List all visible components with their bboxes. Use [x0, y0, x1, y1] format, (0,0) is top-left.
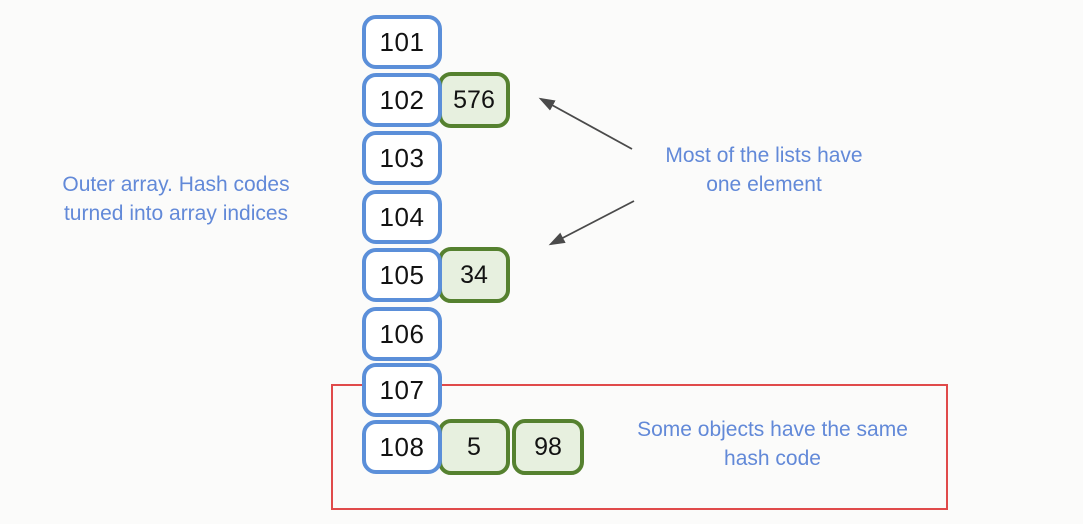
bucket-row-106[interactable]: 106 [362, 307, 442, 361]
collision-highlight-rectangle [331, 384, 948, 510]
bucket-row-108[interactable]: 108 [362, 420, 442, 474]
arrow-to-bucket-102 [538, 97, 633, 150]
bucket-row-104[interactable]: 104 [362, 190, 442, 244]
annotation-same-hash-code: Some objects have the same hash code [637, 418, 908, 470]
annotation-outer-array: Outer array. Hash codes turned into arra… [62, 173, 290, 225]
annotation-most-lists: Most of the lists have one element [665, 144, 863, 196]
list-element-576[interactable]: 576 [438, 72, 510, 128]
list-element-98[interactable]: 98 [512, 419, 584, 475]
bucket-row-103[interactable]: 103 [362, 131, 442, 185]
bucket-row-101[interactable]: 101 [362, 15, 442, 69]
list-element-34[interactable]: 34 [438, 247, 510, 303]
bucket-row-102[interactable]: 102 [362, 73, 442, 127]
arrow-to-bucket-105 [548, 200, 635, 246]
bucket-row-107[interactable]: 107 [362, 363, 442, 417]
bucket-row-105[interactable]: 105 [362, 248, 442, 302]
list-element-5[interactable]: 5 [438, 419, 510, 475]
